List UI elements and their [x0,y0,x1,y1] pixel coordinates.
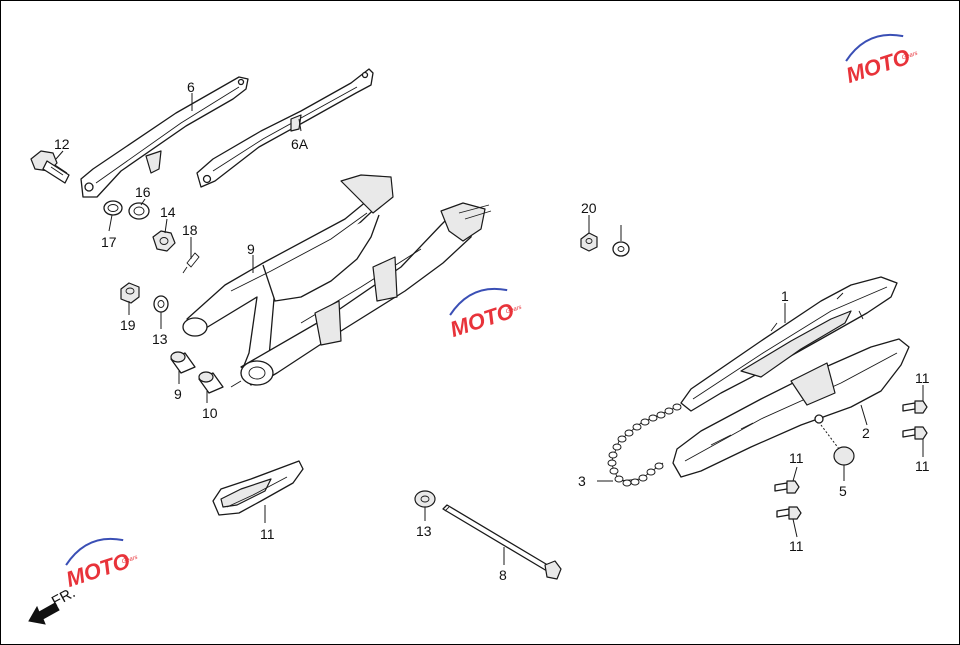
part-11-bolt-lower-right [902,426,928,440]
arrow-down-left-icon [28,602,60,625]
watermark-logo-top-right: MOTO Gears [843,33,919,88]
callout-3: 3 [578,473,586,489]
part-11-bolt-upper-right [902,400,928,414]
part-17-cotter-pin [182,252,200,274]
part-8-swing-arm [182,174,492,388]
callout-13-middle: 13 [416,523,432,539]
part-18-cap-nut [120,282,140,304]
callout-11-upper-left: 11 [789,450,804,466]
part-6a-chain-guide-bar [196,68,374,188]
watermark-sub-text: Gears [505,305,522,316]
part-15-washer [128,202,150,220]
watermark-sub-text: Gears [901,51,918,62]
part-10-chain-slider [212,460,304,516]
watermark-swoosh-icon [65,537,124,566]
callout-16: 17 [101,234,117,250]
watermark-swoosh-icon [449,287,508,316]
callout-15: 16 [135,184,151,200]
part-3-drive-chain [607,403,682,487]
part-9-bushing-upper [170,351,196,374]
callout-1: 1 [781,288,789,304]
callout-12: 12 [54,136,70,152]
part-13-collar-left [153,295,169,313]
leader-lines [55,93,924,565]
part-20-washer [612,241,630,257]
part-11-bolt-lower-left [776,506,802,520]
watermark-swoosh-icon [845,33,904,62]
callout-11-lower-left: 11 [789,538,804,554]
callout-5: 5 [839,483,847,499]
part-19-nut [580,232,598,252]
watermark-logo-center: MOTO Gears [447,287,523,342]
callout-6a: 6A [291,136,309,152]
part-16-spring-washer [103,200,123,216]
part-9-bushing-lower [198,371,224,394]
callout-9-lower: 10 [202,405,218,421]
callout-19: 20 [581,200,597,216]
part-12-bolt [30,150,70,184]
callout-17: 18 [182,222,198,238]
callout-2: 2 [862,425,870,441]
part-6-chain-guide-bar [80,76,249,198]
callout-13-left: 13 [152,331,168,347]
callout-11-lower-right: 11 [915,458,930,474]
callout-9-upper: 9 [174,386,182,402]
callout-7: 8 [499,567,507,583]
callout-11-upper-right: 11 [915,370,930,386]
part-1-chain-case-upper [680,276,898,412]
callout-14: 14 [160,204,176,220]
part-7-pivot-axle [442,504,562,580]
callout-6: 6 [187,79,195,95]
watermark-sub-text: Gears [121,555,138,566]
watermark-logo-bottom-left: MOTO Gears [63,537,139,592]
part-14-nut [152,230,176,252]
callout-8: 9 [247,241,255,257]
part-11-bolt-upper-left [774,480,800,494]
front-direction-indicator: FR. [28,584,78,625]
part-2-chain-case-lower [672,338,910,478]
callout-18: 19 [120,317,136,333]
chain-links [607,403,682,487]
part-13-washer-middle [414,490,436,508]
part-5-cap [820,424,855,466]
callout-10: 11 [260,526,275,542]
callout-labels: 6 6A 12 16 17 14 18 9 19 13 9 10 11 13 8… [54,79,930,583]
